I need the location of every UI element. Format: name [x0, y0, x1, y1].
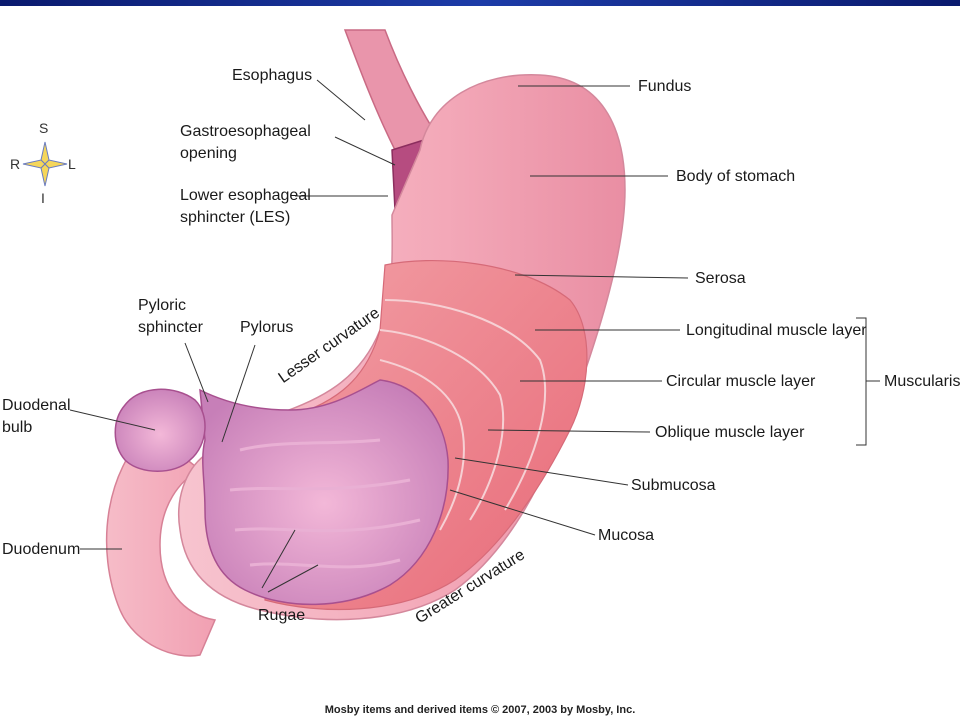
- compass-r-label: R: [10, 156, 21, 172]
- mucosa-inner: [199, 379, 449, 606]
- label-duodenum: Duodenum: [2, 541, 81, 558]
- label-duodenal-bulb-line2: bulb: [2, 419, 33, 436]
- label-serosa: Serosa: [695, 270, 746, 287]
- label-duodenal-bulb-line1: Duodenal: [2, 397, 71, 414]
- top-accent-bar: [0, 0, 960, 6]
- muscle-layer-boundary-1: [384, 299, 547, 511]
- label-les-line1: Lower esophageal: [180, 187, 311, 204]
- rugae-fold-4: [249, 558, 401, 569]
- label-rugae: Rugae: [258, 607, 306, 624]
- rugae-fold-3: [234, 518, 421, 533]
- rugae-fold-2: [229, 478, 411, 492]
- muscle-layer-boundary-2: [379, 329, 505, 521]
- label-circular-muscle: Circular muscle layer: [666, 373, 816, 390]
- rugae-fold-1: [239, 438, 381, 452]
- label-pyloric-sphincter-line2: sphincter: [138, 319, 203, 336]
- label-pylorus: Pylorus: [240, 319, 294, 336]
- label-longitudinal-muscle: Longitudinal muscle layer: [686, 322, 867, 339]
- duodenum-tube: [105, 429, 217, 657]
- duodenal-bulb-shape: [114, 388, 206, 472]
- label-mucosa: Mucosa: [598, 527, 655, 544]
- compass-s-label: S: [39, 120, 49, 136]
- compass-l-label: L: [68, 156, 76, 172]
- label-esophagus: Esophagus: [232, 67, 313, 84]
- label-submucosa: Submucosa: [631, 477, 716, 494]
- copyright-credit: Mosby items and derived items © 2007, 20…: [324, 704, 636, 716]
- compass-i-label: I: [41, 190, 45, 206]
- leader-lines: [69, 79, 880, 593]
- label-ge-opening-line2: opening: [180, 145, 237, 162]
- muscle-layer-boundary-3: [379, 359, 465, 531]
- compass-rose-icon: [22, 141, 68, 187]
- label-ge-opening-line1: Gastroesophageal: [180, 123, 311, 140]
- label-les-line2: sphincter (LES): [180, 209, 291, 226]
- label-oblique-muscle: Oblique muscle layer: [655, 424, 805, 441]
- label-pyloric-sphincter-line1: Pyloric: [138, 297, 187, 314]
- label-body-of-stomach: Body of stomach: [676, 168, 796, 185]
- label-fundus: Fundus: [638, 78, 692, 95]
- label-muscularis: Muscularis: [884, 373, 960, 390]
